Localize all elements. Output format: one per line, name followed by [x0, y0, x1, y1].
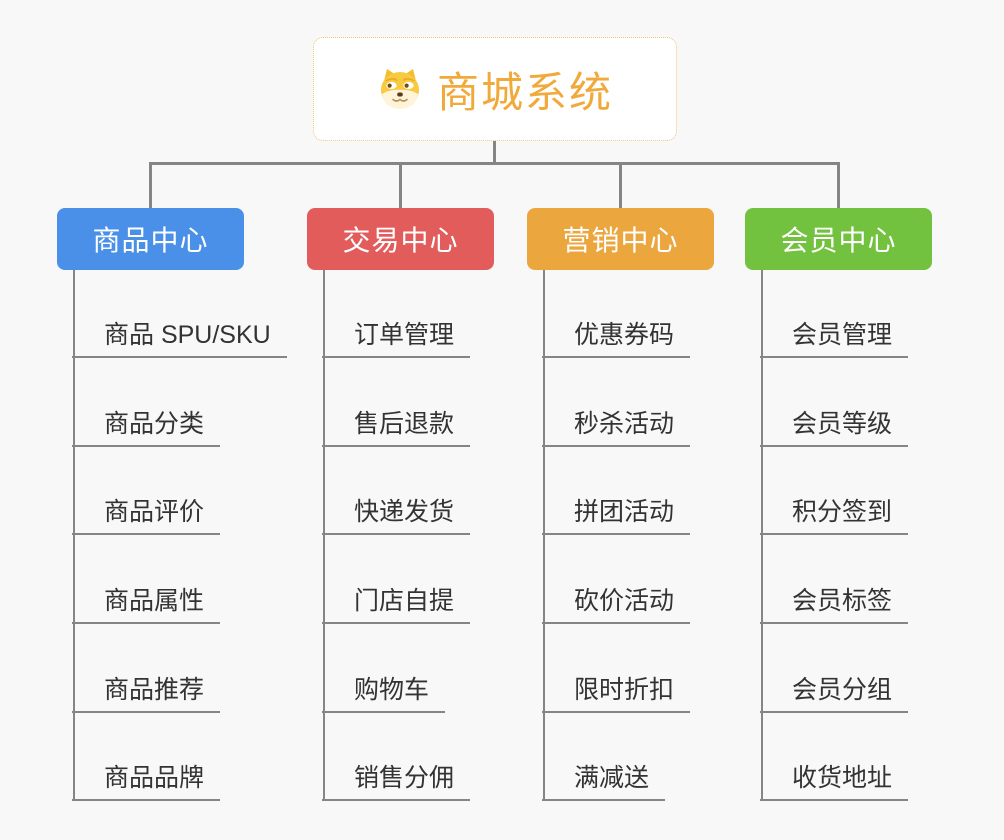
branch-spine [73, 270, 75, 801]
branch-label: 会员中心 [780, 225, 897, 256]
child-topic[interactable]: 收货地址 [760, 763, 909, 801]
child-topic[interactable]: 购物车 [322, 675, 446, 713]
branch-connector-bus [149, 162, 840, 165]
branch-node[interactable]: 营销中心 [527, 208, 714, 270]
child-topic[interactable]: 会员标签 [760, 586, 909, 624]
branch-connector-drop [619, 162, 622, 209]
child-topic[interactable]: 满减送 [542, 763, 666, 801]
child-topic[interactable]: 订单管理 [322, 320, 471, 358]
child-topic[interactable]: 商品品牌 [72, 763, 221, 801]
branch-connector-drop [837, 162, 840, 209]
branch-spine [543, 270, 545, 801]
root-title: 商城系统 [436, 68, 613, 116]
branch-label: 商品中心 [92, 225, 209, 256]
child-topic[interactable]: 售后退款 [322, 409, 471, 447]
child-topic[interactable]: 销售分佣 [322, 763, 471, 801]
branch-connector-drop [149, 162, 152, 209]
root-node[interactable]: 商城系统 [313, 37, 677, 141]
doge-dog-icon [380, 69, 419, 109]
child-topic[interactable]: 商品分类 [72, 409, 221, 447]
branch-spine [761, 270, 763, 801]
branch-label: 交易中心 [342, 225, 459, 256]
child-topic[interactable]: 门店自提 [322, 586, 471, 624]
child-topic[interactable]: 快递发货 [322, 497, 471, 535]
branch-connector-drop [399, 162, 402, 209]
child-topic[interactable]: 会员分组 [760, 675, 909, 713]
child-topic[interactable]: 商品 SPU/SKU [72, 320, 287, 358]
branch-node[interactable]: 会员中心 [745, 208, 932, 270]
root-connector-stub [493, 141, 496, 165]
child-topic[interactable]: 积分签到 [760, 497, 909, 535]
child-topic[interactable]: 秒杀活动 [542, 409, 691, 447]
child-topic[interactable]: 商品推荐 [72, 675, 221, 713]
child-topic[interactable]: 拼团活动 [542, 497, 691, 535]
branch-node[interactable]: 交易中心 [307, 208, 494, 270]
branch-label: 营销中心 [562, 225, 679, 256]
child-topic[interactable]: 商品属性 [72, 586, 221, 624]
child-topic[interactable]: 优惠券码 [542, 320, 691, 358]
branch-spine [323, 270, 325, 801]
child-topic[interactable]: 会员管理 [760, 320, 909, 358]
child-topic[interactable]: 限时折扣 [542, 675, 691, 713]
child-topic[interactable]: 商品评价 [72, 497, 221, 535]
branch-node[interactable]: 商品中心 [57, 208, 244, 270]
child-topic[interactable]: 会员等级 [760, 409, 909, 447]
child-topic[interactable]: 砍价活动 [542, 586, 691, 624]
